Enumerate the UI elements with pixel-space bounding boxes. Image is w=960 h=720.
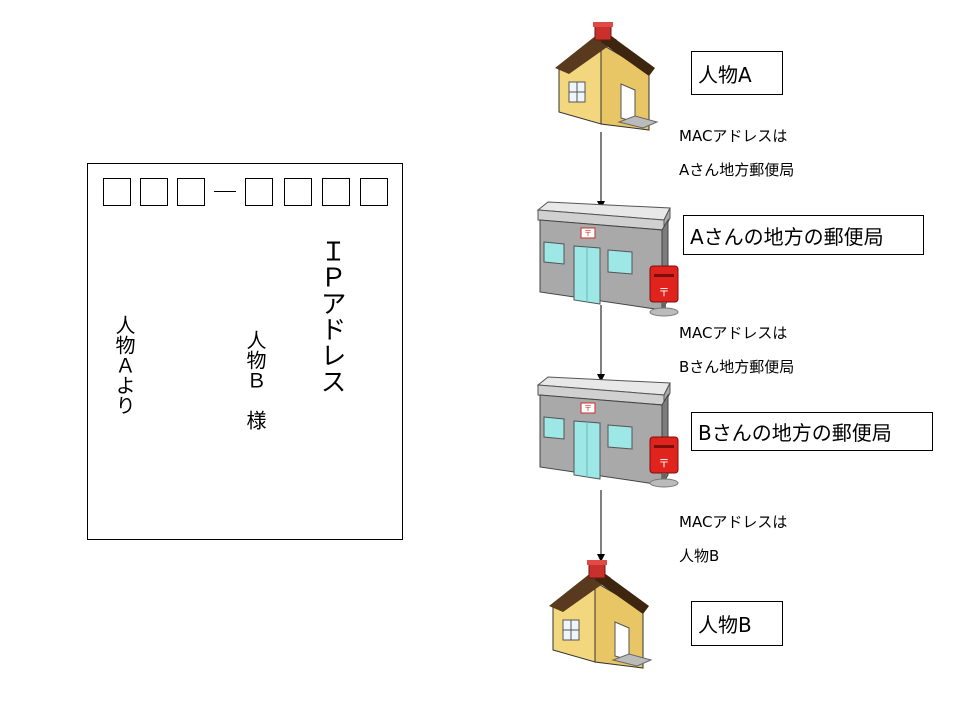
postal-code-box xyxy=(360,178,388,206)
svg-text:〒: 〒 xyxy=(659,286,670,299)
house-icon xyxy=(549,560,653,669)
post-office-a-label: Aさんの地方の郵便局 xyxy=(683,215,924,255)
house-icon xyxy=(555,22,659,131)
sender-label: 人物Ａより xyxy=(112,315,136,415)
postal-code-box xyxy=(322,178,350,206)
postal-code-box xyxy=(245,178,273,206)
svg-text:〒: 〒 xyxy=(584,404,592,413)
svg-text:〒: 〒 xyxy=(659,457,670,470)
postcard xyxy=(87,163,403,540)
mac-note-line1: MACアドレスは xyxy=(679,324,788,342)
recipient-label: 人物Ｂ 様 xyxy=(243,330,267,430)
mac-note-line2: Bさん地方郵便局 xyxy=(679,358,795,376)
postal-code-box xyxy=(284,178,312,206)
post-office-b-label: Bさんの地方の郵便局 xyxy=(691,412,933,451)
postal-code-box xyxy=(103,178,131,206)
person-a-label: 人物A xyxy=(691,51,783,95)
ip-address-label: ＩＰアドレス xyxy=(316,238,346,394)
mac-note-line2: 人物B xyxy=(679,547,720,565)
post-office-icon: 〒 〒 xyxy=(536,376,679,488)
mac-note-line1: MACアドレスは xyxy=(679,127,788,145)
postal-code-box xyxy=(140,178,168,206)
svg-text:〒: 〒 xyxy=(584,229,592,238)
person-b-label: 人物B xyxy=(691,601,783,646)
mailbox-icon: 〒 xyxy=(649,436,679,488)
mac-note-line1: MACアドレスは xyxy=(679,513,788,531)
post-office-icon: 〒 〒 xyxy=(536,201,679,317)
postal-code-dash xyxy=(214,191,236,192)
mac-note-line2: Aさん地方郵便局 xyxy=(679,161,795,179)
mailbox-icon: 〒 xyxy=(649,265,679,317)
postal-code-box xyxy=(177,178,205,206)
